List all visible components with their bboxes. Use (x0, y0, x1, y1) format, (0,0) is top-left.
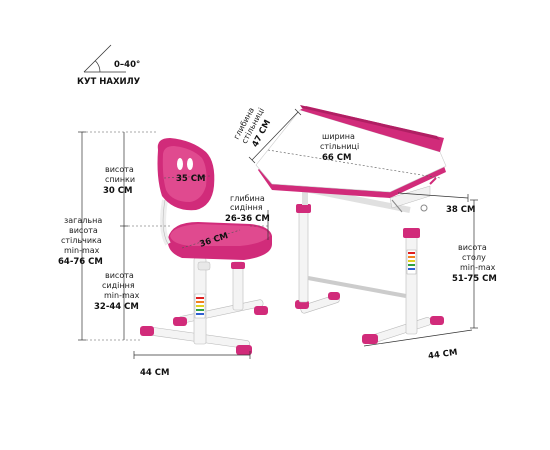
tilt-label: КУТ НАХИЛУ (77, 77, 141, 87)
desk-height-value: 51-75 СМ (452, 274, 497, 284)
chair-total-line4: min-max (64, 246, 100, 255)
dimension-lines (78, 108, 478, 359)
chair-backrest (157, 138, 215, 211)
desk-width-value: 66 СМ (322, 153, 351, 163)
back-height-value: 30 СМ (103, 186, 132, 196)
desk-base (295, 292, 444, 344)
chair-total-line1: загальна (64, 216, 102, 225)
seat-height-value: 32-44 СМ (94, 302, 139, 312)
tilt-angle-icon (83, 44, 126, 73)
seat-depth-value: 26-36 СМ (225, 214, 270, 224)
desk-height-line1: висота (458, 243, 487, 252)
desk-base-value: 44 СМ (428, 348, 459, 362)
desk-width-line2: стільниці (320, 142, 359, 151)
tilt-value: 0–40° (114, 60, 140, 70)
seat-depth-line2: сидіння (230, 203, 263, 212)
chair-total-line3: стільчика (61, 236, 102, 245)
desk-legs (296, 185, 420, 335)
desk-side-value: 38 СМ (446, 205, 475, 215)
back-width-value: 35 СМ (176, 174, 205, 184)
seat-depth-line1: глибина (230, 194, 265, 203)
desk-height-line3: min-max (460, 263, 496, 272)
back-height-line1: висота (105, 165, 134, 174)
chair-seat (167, 222, 272, 260)
seat-height-line1: висота (105, 271, 134, 280)
back-height-line2: спинки (105, 175, 135, 184)
seat-height-line3: min-max (104, 291, 140, 300)
chair-total-value: 64-76 СМ (58, 257, 103, 267)
desk-width-line1: ширина (322, 132, 355, 141)
desk-depth-label: глибина стільниці 47 СМ (232, 106, 273, 149)
chair-base-value: 44 СМ (140, 368, 169, 378)
desk-height-line2: столу (462, 253, 486, 262)
chair-column (193, 257, 245, 345)
chair (140, 138, 272, 355)
seat-height-line2: сидіння (102, 281, 135, 290)
chair-total-line2: висота (69, 226, 98, 235)
